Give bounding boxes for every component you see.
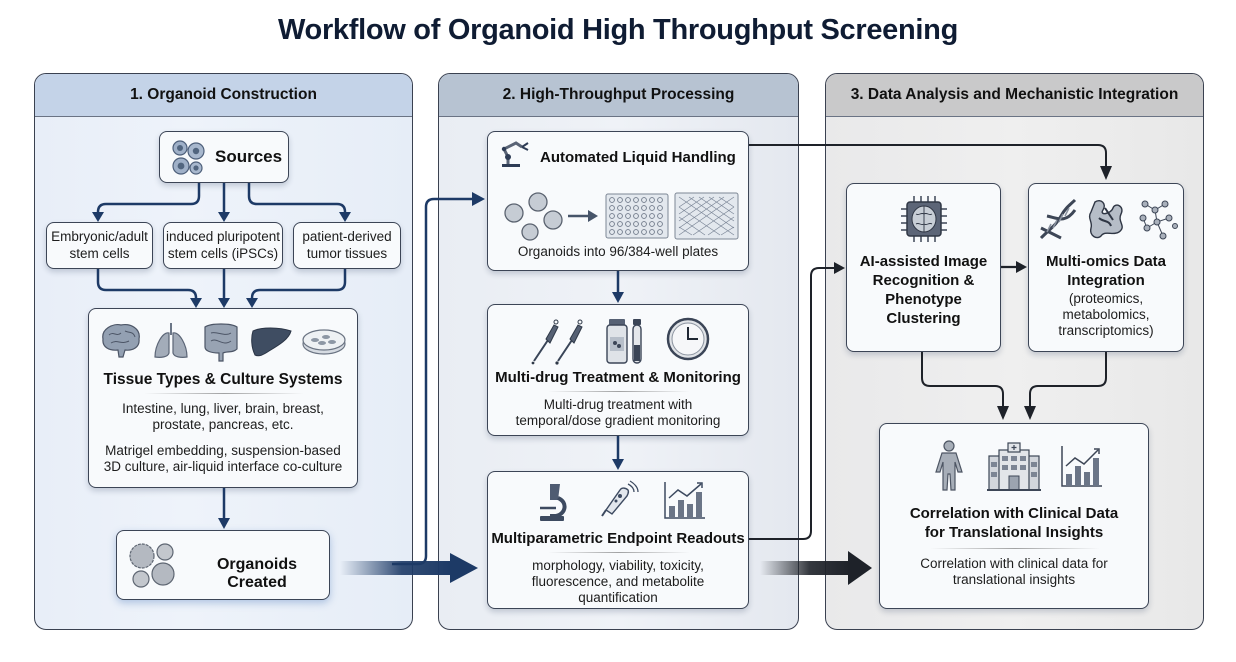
readouts-text: morphology, viability, toxicity, fluores…: [488, 558, 748, 606]
source-type-line: stem cells (iPSCs): [167, 245, 279, 261]
text-line: temporal/dose gradient monitoring: [515, 413, 721, 428]
source-type-line: stem cells: [69, 245, 130, 261]
text-line: Correlation with Clinical Data: [909, 505, 1119, 522]
clinical-correlation-box: Correlation with Clinical Data for Trans…: [879, 423, 1149, 609]
pipette-icon: [531, 319, 583, 365]
text-line: Recognition &: [872, 272, 975, 289]
source-type-line: tumor tissues: [306, 245, 388, 261]
text-line: Phenotype: [885, 291, 962, 308]
tissue-icons-row: [89, 321, 357, 363]
protein-icon: [1088, 200, 1123, 239]
ai-heading: AI-assisted Image Recognition & Phenotyp…: [847, 252, 1000, 328]
text-line: metabolomics,: [1062, 307, 1150, 322]
source-type-line: Embryonic/adult: [51, 229, 148, 244]
treatment-heading: Multi-drug Treatment & Monitoring: [495, 369, 741, 386]
text-line: Multi-omics Data: [1045, 253, 1166, 270]
text-line: Clustering: [886, 310, 961, 327]
tissue-heading: Tissue Types & Culture Systems: [103, 371, 343, 388]
divider: [930, 548, 1100, 549]
liver-icon: [251, 327, 292, 357]
panel-heading: 2. High-Throughput Processing: [439, 74, 798, 117]
dna-icon: [1039, 198, 1077, 240]
text-line: (proteomics,: [1068, 291, 1144, 306]
text-line: for Translational Insights: [924, 524, 1104, 541]
text-line: quantification: [578, 590, 658, 605]
text-line: translational insights: [952, 572, 1076, 587]
ai-image-recognition-box: AI-assisted Image Recognition & Phenotyp…: [846, 183, 1001, 352]
robot-arm-icon: [501, 141, 529, 167]
source-type-box: induced pluripotent stem cells (iPSCs): [163, 222, 283, 269]
molecule-network-icon: [1139, 200, 1178, 240]
bar-chart-icon: [664, 482, 705, 519]
petri-dish-icon: [302, 329, 346, 355]
text-line: morphology, viability, toxicity,: [532, 558, 704, 573]
clock-icon: [666, 317, 710, 361]
person-icon: [935, 440, 963, 491]
omics-heading: Multi-omics Data Integration: [1029, 252, 1183, 290]
organoids-created-label: Organoids Created: [216, 556, 297, 591]
clinical-text: Correlation with clinical data for trans…: [880, 556, 1148, 588]
multi-omics-box: Multi-omics Data Integration (proteomics…: [1028, 183, 1184, 352]
text-line: Intestine, lung, liver, brain, breast,: [122, 401, 324, 416]
microscope-icon: [540, 484, 567, 521]
text-line: Multi-drug treatment with: [543, 397, 693, 412]
liquid-handling-caption: Organoids into 96/384-well plates: [517, 244, 719, 259]
sensor-probe-icon: [601, 480, 639, 517]
treatment-text: Multi-drug treatment with temporal/dose …: [488, 397, 748, 429]
divider: [548, 391, 690, 392]
diagram-title: Workflow of Organoid High Throughput Scr…: [277, 14, 958, 46]
clinical-heading: Correlation with Clinical Data for Trans…: [880, 504, 1148, 542]
tissue-types-box: Tissue Types & Culture Systems Intestine…: [88, 308, 358, 488]
drug-vial-icon: [606, 319, 642, 364]
source-type-line: induced pluripotent: [165, 229, 281, 244]
source-type-box: Embryonic/adult stem cells: [46, 222, 153, 269]
liquid-handling-heading: Automated Liquid Handling: [540, 149, 736, 166]
tissue-text-2: Matrigel embedding, suspension-based 3D …: [89, 443, 357, 475]
omics-subtext: (proteomics, metabolomics, transcriptomi…: [1029, 291, 1183, 339]
organoids-wells-icon: [504, 192, 739, 241]
ai-chip-brain-icon: [901, 196, 947, 242]
source-type-line: patient-derived: [302, 229, 392, 244]
multi-drug-treatment-box: Multi-drug Treatment & Monitoring Multi-…: [487, 304, 749, 436]
sources-box: Sources: [159, 131, 289, 183]
intestine-icon: [204, 323, 238, 362]
readouts-heading: Multiparametric Endpoint Readouts: [491, 530, 745, 547]
divider: [144, 393, 304, 394]
organoids-icon: [129, 543, 175, 588]
text-line: transcriptomics): [1058, 323, 1154, 338]
tissue-text-1: Intestine, lung, liver, brain, breast, p…: [89, 401, 357, 433]
organoids-created-box: Organoids Created: [116, 530, 330, 600]
cells-icon: [172, 140, 205, 175]
sources-label: Sources: [215, 147, 283, 166]
text-line: Matrigel embedding, suspension-based: [105, 443, 341, 458]
lungs-icon: [154, 323, 188, 358]
divider: [548, 552, 690, 553]
text-line: fluorescence, and metabolite: [531, 574, 705, 589]
brain-icon: [102, 324, 140, 358]
text-line: Correlation with clinical data for: [920, 556, 1108, 571]
growth-chart-icon: [1061, 446, 1102, 487]
source-type-box: patient-derived tumor tissues: [293, 222, 401, 269]
text-line: prostate, pancreas, etc.: [152, 417, 294, 432]
text-line: Integration: [1067, 272, 1145, 289]
hospital-icon: [987, 442, 1041, 491]
automated-liquid-handling-box: Automated Liquid Handling Organoids into…: [487, 131, 749, 271]
panel-heading: 3. Data Analysis and Mechanistic Integra…: [826, 74, 1203, 117]
text-line: AI-assisted Image: [859, 253, 988, 270]
panel-heading: 1. Organoid Construction: [35, 74, 412, 117]
text-line: 3D culture, air-liquid interface co-cult…: [103, 459, 343, 474]
endpoint-readouts-box: Multiparametric Endpoint Readouts morpho…: [487, 471, 749, 609]
